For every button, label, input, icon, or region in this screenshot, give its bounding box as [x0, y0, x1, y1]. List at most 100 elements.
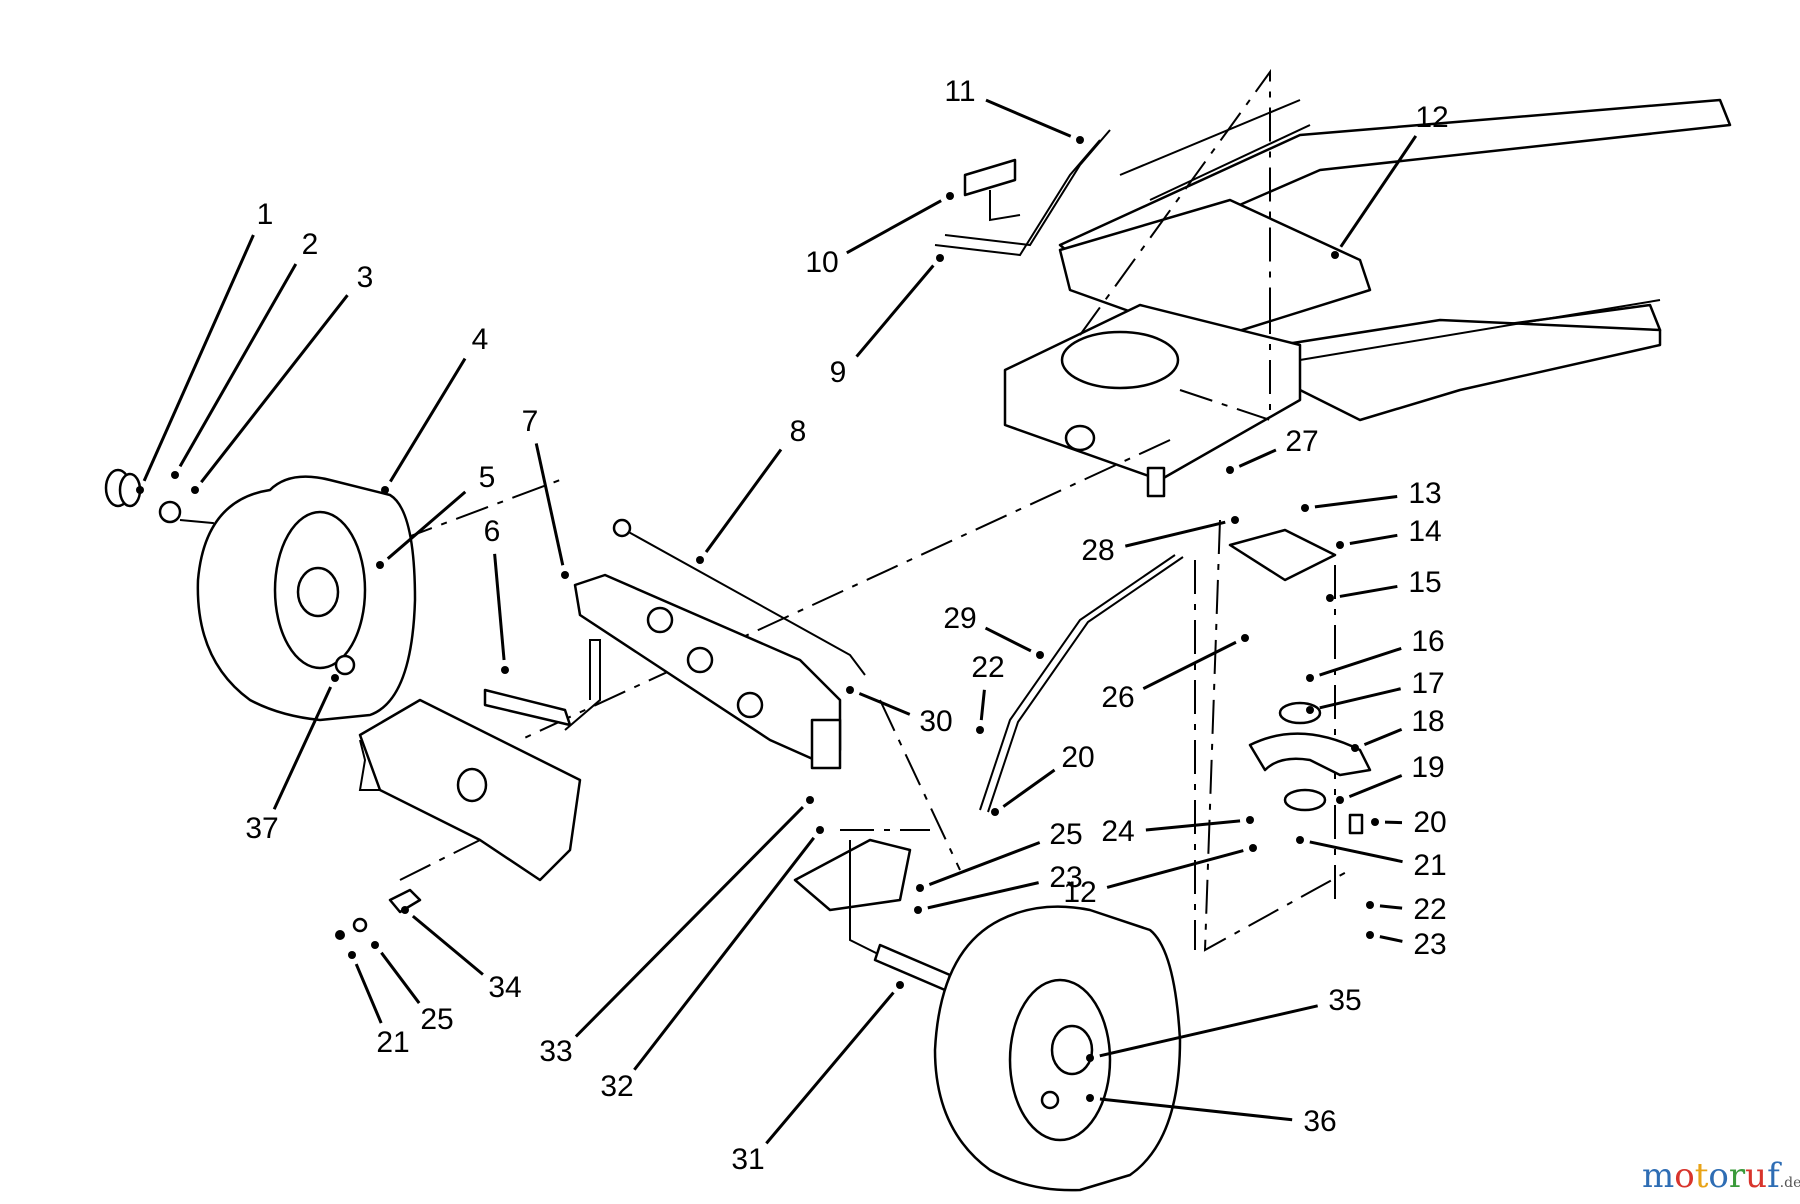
leader-line-c30: [858, 692, 911, 716]
spindle-pin: [483, 639, 601, 731]
leader-line-c12b: [1106, 849, 1244, 889]
callout-number: 12: [1415, 101, 1449, 134]
watermark-letter: o: [1708, 1156, 1729, 1196]
leader-dot-c37: [331, 674, 339, 682]
callout-number: 23: [1413, 928, 1447, 961]
callout-number: 17: [1411, 667, 1445, 700]
leader-line-c37: [272, 686, 333, 810]
callout-number: 33: [539, 1035, 573, 1068]
leader-line-c27: [1238, 448, 1277, 468]
leader-dot-c10: [946, 192, 954, 200]
leader-line-c17: [1319, 687, 1402, 710]
leader-line-c15: [1339, 584, 1398, 598]
leader-line-c24: [1145, 819, 1241, 832]
leader-line-c11: [985, 98, 1072, 138]
callout-number: 9: [829, 356, 847, 389]
callout-number: 32: [600, 1070, 634, 1103]
callout-number: 20: [1061, 741, 1095, 774]
callout-number: 16: [1411, 625, 1445, 658]
callout-number: 31: [731, 1143, 765, 1176]
hub-cap-parts: [104, 468, 182, 524]
axle-shield: [358, 698, 582, 882]
leader-dot-c31: [896, 981, 904, 989]
leader-dot-c1: [136, 486, 144, 494]
leader-dot-c12a: [1331, 251, 1339, 259]
leader-dot-c20a: [991, 808, 999, 816]
leader-line-c23a: [927, 881, 1039, 910]
watermark-suffix: .de: [1779, 1175, 1800, 1191]
leader-dot-c26: [1241, 634, 1249, 642]
leader-line-c7: [534, 443, 565, 566]
leader-dot-c8: [696, 556, 704, 564]
leader-line-c3: [200, 294, 349, 484]
leader-line-c29: [984, 626, 1032, 653]
callout-number: 27: [1285, 425, 1319, 458]
watermark-letter: t: [1694, 1156, 1709, 1196]
leader-line-c16: [1319, 646, 1402, 677]
leader-line-c12a: [1339, 135, 1418, 248]
leader-line-c4: [389, 357, 467, 483]
callout-number: 34: [488, 971, 522, 1004]
leader-line-c20a: [1002, 768, 1056, 808]
leader-line-c34: [411, 914, 484, 976]
leader-dot-c28: [1231, 516, 1239, 524]
leader-dot-c33: [806, 796, 814, 804]
watermark-letter: f: [1767, 1156, 1780, 1196]
leader-dot-c5: [376, 561, 384, 569]
leader-dot-c24: [1246, 816, 1254, 824]
callout-number: 23: [1049, 861, 1083, 894]
leader-dot-c11: [1076, 136, 1084, 144]
leader-dot-c4: [381, 486, 389, 494]
callout-number: 13: [1408, 477, 1442, 510]
leader-dot-c23a: [914, 906, 922, 914]
leader-dot-c30: [846, 686, 854, 694]
leader-line-c22b: [1379, 904, 1403, 910]
leader-dot-c32: [816, 826, 824, 834]
leader-line-c25b: [380, 951, 421, 1004]
callout-number: 3: [356, 261, 374, 294]
callout-number: 15: [1408, 566, 1442, 599]
right-spindle: [793, 838, 952, 992]
leader-line-c13: [1314, 495, 1398, 509]
leader-dot-c12b: [1249, 844, 1257, 852]
watermark-letter: m: [1642, 1156, 1675, 1196]
leader-dot-c17: [1306, 706, 1314, 714]
watermark-logo: motoruf.de: [1642, 1156, 1800, 1196]
watermark-letter: u: [1745, 1156, 1768, 1196]
leader-line-c14: [1349, 533, 1398, 545]
callout-number: 29: [943, 602, 977, 635]
leader-dot-c9: [936, 254, 944, 262]
leader-line-c19: [1348, 774, 1403, 798]
leader-line-c8: [704, 448, 783, 553]
callout-number: 21: [1413, 849, 1447, 882]
leader-dot-c22a: [976, 726, 984, 734]
leader-line-c35: [1099, 1004, 1319, 1058]
leader-dot-c25b: [371, 941, 379, 949]
leader-dot-c27: [1226, 466, 1234, 474]
leader-dot-c18: [1351, 744, 1359, 752]
callout-number: 5: [478, 461, 496, 494]
drag-link: [979, 554, 1184, 813]
leader-line-c21b: [1309, 840, 1403, 864]
callout-number: 11: [944, 75, 976, 108]
leader-dot-c14: [1336, 541, 1344, 549]
leader-line-c1: [142, 234, 255, 482]
leader-line-c21a: [354, 963, 383, 1024]
callout-number: 21: [376, 1026, 410, 1059]
leader-dot-c16: [1306, 674, 1314, 682]
leader-dot-c21a: [348, 951, 356, 959]
leader-dot-c22b: [1366, 901, 1374, 909]
left-wheel: [196, 475, 417, 722]
callout-number: 24: [1101, 815, 1135, 848]
callout-number: 26: [1101, 681, 1135, 714]
callout-number: 30: [919, 705, 953, 738]
leader-line-c31: [765, 991, 895, 1145]
tie-rod: [612, 518, 866, 676]
steering-linkage: [934, 129, 1111, 257]
leader-dot-c35: [1086, 1054, 1094, 1062]
leader-dot-c2: [171, 471, 179, 479]
watermark-letter: r: [1728, 1156, 1746, 1196]
